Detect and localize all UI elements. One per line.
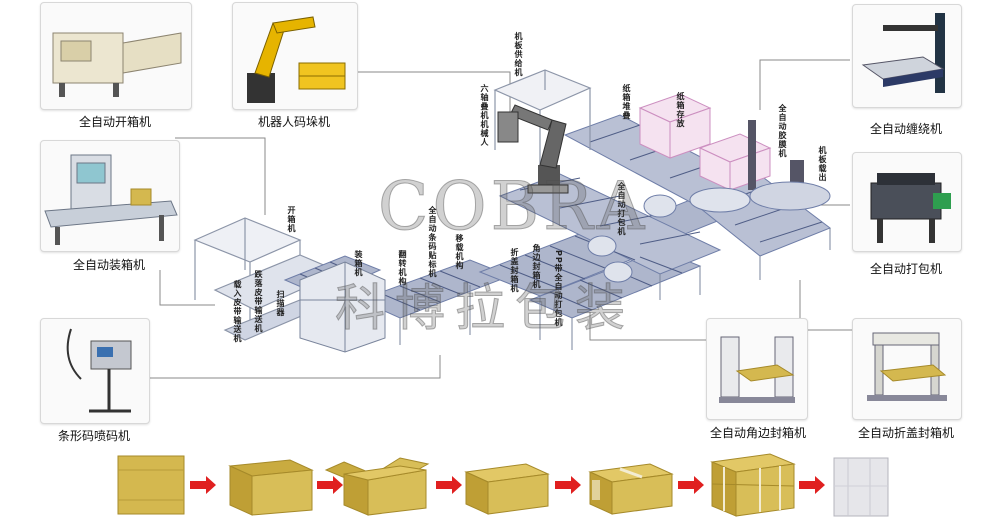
label-box-storage: 纸箱存放 (676, 92, 685, 128)
label-fold-seal: 折盖封箱机 (510, 248, 519, 293)
watermark-latin: COBRA (377, 168, 649, 246)
photo-strapping (852, 152, 962, 252)
caption-inkjet-printer: 条形码喷码机 (57, 429, 130, 443)
photo-case-packer (40, 140, 180, 252)
flow-step-3 (324, 457, 430, 516)
caption-palletizer: 机器人码垛机 (257, 115, 330, 129)
flow-arrow-4 (555, 476, 581, 494)
flow-arrow-2 (317, 476, 343, 494)
label-pallet-supply: 机板供给机 (514, 32, 523, 77)
label-transfer: 移载机构 (455, 234, 464, 270)
label-packing: 装箱机 (354, 250, 363, 277)
label-strapper2: 全自动打包机 (617, 182, 626, 236)
photo-stretch-wrapper (852, 4, 962, 108)
caption-stretch-wrapper: 全自动缠绕机 (869, 122, 942, 136)
photo-flap-sealer (852, 318, 962, 420)
connector-palletizer (355, 71, 511, 115)
label-pp-strap: PP带全自动打包机 (554, 250, 563, 327)
flow-step-5 (588, 463, 674, 515)
label-box-stack: 纸箱堆叠 (622, 84, 631, 120)
flow-arrows (190, 476, 825, 494)
connector-box-opener (175, 137, 266, 215)
flow-step-7 (833, 457, 889, 517)
label-barcode: 全自动条码贴标机 (428, 206, 437, 278)
connector-inkjet (150, 355, 441, 379)
photo-box-opener (40, 2, 192, 110)
label-open-box: 开箱机 (287, 206, 296, 233)
flow-arrow-5 (678, 476, 704, 494)
photo-inkjet-printer (40, 318, 150, 424)
connector-corner-sealer (589, 312, 710, 341)
caption-strapping: 全自动打包机 (869, 262, 942, 276)
caption-case-packer: 全自动装箱机 (72, 258, 145, 272)
photo-corner-sealer (706, 318, 808, 420)
label-pallet-out: 机板载出 (818, 146, 827, 182)
packing-machine-housing (299, 261, 386, 353)
label-drop-belt: 跌落皮带输送机 (254, 270, 263, 333)
label-six-axis: 六轴叠机机械人 (480, 84, 489, 147)
label-flip: 翻转机构 (398, 250, 407, 286)
connector-wrapper (759, 59, 850, 110)
flow-arrow-3 (436, 476, 462, 494)
caption-flap-sealer: 全自动折盖封箱机 (857, 426, 954, 440)
flow-step-1 (117, 455, 185, 515)
photo-palletizer (232, 2, 358, 110)
flow-arrow-1 (190, 476, 216, 494)
turntables (587, 187, 751, 283)
connector-case-packer (159, 270, 215, 306)
watermark-cn: 科博拉包装 (335, 279, 635, 338)
wrapper-tower (748, 120, 831, 211)
flow-step-6 (710, 453, 796, 517)
flow-step-2 (228, 459, 314, 516)
robot-arm (497, 104, 569, 194)
label-corner-seal: 角边封箱机 (532, 244, 541, 289)
label-film-wrap: 全自动胶膜机 (778, 104, 787, 158)
box-flow (117, 453, 889, 517)
flow-step-4 (464, 463, 550, 515)
caption-box-opener: 全自动开箱机 (78, 115, 151, 129)
flow-arrow-6 (799, 476, 825, 494)
label-scanner: 扫描器 (276, 290, 285, 317)
caption-corner-sealer: 全自动角边封箱机 (709, 426, 806, 440)
label-belt-in: 载入皮带输送机 (233, 280, 242, 343)
